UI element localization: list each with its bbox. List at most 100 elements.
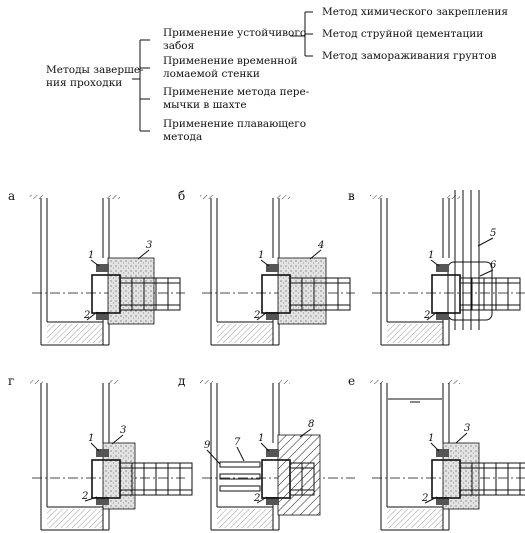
callout-number: 8 xyxy=(308,419,314,430)
callout-number: 1 xyxy=(428,250,434,261)
callout-leader xyxy=(260,259,270,267)
seal-ring xyxy=(436,497,449,505)
ground-hatch xyxy=(200,380,213,384)
callout-number: 7 xyxy=(234,437,241,448)
seal-ring xyxy=(266,264,279,272)
callout-leader xyxy=(477,237,494,247)
panel-letter: г xyxy=(8,374,14,388)
shaft-floor-hatch xyxy=(387,324,443,343)
callout-number: 1 xyxy=(428,433,434,444)
callout-leader xyxy=(256,496,268,504)
seal-ring xyxy=(436,264,449,272)
ground-hatch xyxy=(277,380,290,384)
callout-number: 5 xyxy=(490,228,496,239)
seal-ring xyxy=(266,497,279,505)
panel-letter: е xyxy=(348,374,355,388)
tree-branch-label: ломаемой стенки xyxy=(163,68,260,80)
stable-soil-block xyxy=(107,257,155,325)
panel-letter: б xyxy=(178,189,185,203)
seal-ring xyxy=(266,449,279,457)
tree-branch-label: забоя xyxy=(163,40,195,52)
tree-root-label: Методы заверше- xyxy=(46,64,144,76)
callout-leader xyxy=(430,442,440,452)
tunnel-ring xyxy=(167,277,181,311)
callout-number: 3 xyxy=(146,240,152,251)
callout-number: 2 xyxy=(253,493,260,504)
tree-sub-branch-label: Метод струйной цементации xyxy=(322,28,483,40)
shaft-floor-hatch xyxy=(217,324,273,343)
callout-number: 3 xyxy=(464,423,470,434)
callout-number: 2 xyxy=(423,310,430,321)
panel-3: в 1 2 5 6 xyxy=(348,189,525,346)
callout-number: 4 xyxy=(317,240,324,251)
callout-leader xyxy=(430,259,440,267)
callout-leader xyxy=(90,442,100,452)
strut xyxy=(219,485,261,492)
tree-branch-label: метода xyxy=(163,131,202,143)
seal-ring xyxy=(96,449,109,457)
tbm-shield xyxy=(431,274,461,314)
classification-tree: Методы заверше-ния проходки Применение ус… xyxy=(46,6,508,143)
tunnel-ring xyxy=(519,462,525,496)
callout-leader xyxy=(455,432,468,444)
callout-leader xyxy=(86,311,98,321)
seal-ring xyxy=(96,497,109,505)
callout-leader xyxy=(309,249,322,260)
tunnel-ring xyxy=(179,462,193,496)
tree-branch-label: мычки в шахте xyxy=(163,99,247,111)
bulkhead-block xyxy=(277,434,321,516)
seal-ring xyxy=(436,449,449,457)
callout-leader xyxy=(256,311,268,321)
callout-leader xyxy=(260,442,270,452)
seal-ring xyxy=(266,312,279,320)
seal-ring xyxy=(96,264,109,272)
callout-number: 9 xyxy=(204,440,211,451)
tree-root-label: ния проходки xyxy=(46,77,122,89)
callout-leader xyxy=(111,434,124,445)
callout-number: 6 xyxy=(490,260,497,271)
seal-ring xyxy=(96,312,109,320)
panel-4: г 1 2 3 xyxy=(8,374,193,531)
shaft-floor-hatch xyxy=(217,509,273,528)
tunnel-ring xyxy=(507,277,521,311)
callout-leader xyxy=(424,496,438,504)
ground-hatch xyxy=(107,195,120,199)
callout-number: 2 xyxy=(83,310,90,321)
callout-number: 1 xyxy=(88,433,94,444)
shaft-floor-hatch xyxy=(47,324,103,343)
callout-number: 1 xyxy=(258,433,264,444)
ground-hatch xyxy=(200,195,213,199)
callout-leader xyxy=(299,428,312,438)
tree-branch-label: Применение метода пере- xyxy=(163,86,310,98)
panel-letter: д xyxy=(178,374,185,388)
panel-letter: а xyxy=(8,189,15,203)
ground-hatch xyxy=(370,195,383,199)
callout-leader xyxy=(426,311,438,321)
tree-sub-branch-label: Метод химического закрепления xyxy=(322,6,508,18)
panel-letter: в xyxy=(348,189,355,203)
callout-number: 2 xyxy=(81,491,88,502)
ground-hatch xyxy=(277,195,290,199)
callout-leader xyxy=(90,259,100,267)
ground-hatch xyxy=(107,380,120,384)
strut xyxy=(219,473,261,480)
callout-leader xyxy=(236,446,245,462)
ground-hatch xyxy=(30,195,43,199)
tree-branch-label: Применение временной xyxy=(163,55,298,67)
tree-branch-label: Применение устойчивого xyxy=(163,27,306,39)
ground-hatch xyxy=(370,380,383,384)
ground-hatch xyxy=(447,195,460,199)
panel-5: д 9 7 1 8 2 xyxy=(178,374,355,531)
ground-hatch xyxy=(447,380,460,384)
callout-leader xyxy=(479,269,494,277)
shaft-floor-hatch xyxy=(47,509,103,528)
callout-leader xyxy=(84,496,98,502)
callout-number: 1 xyxy=(258,250,264,261)
tunnel-ring xyxy=(337,277,351,311)
callout-number: 3 xyxy=(120,425,126,436)
